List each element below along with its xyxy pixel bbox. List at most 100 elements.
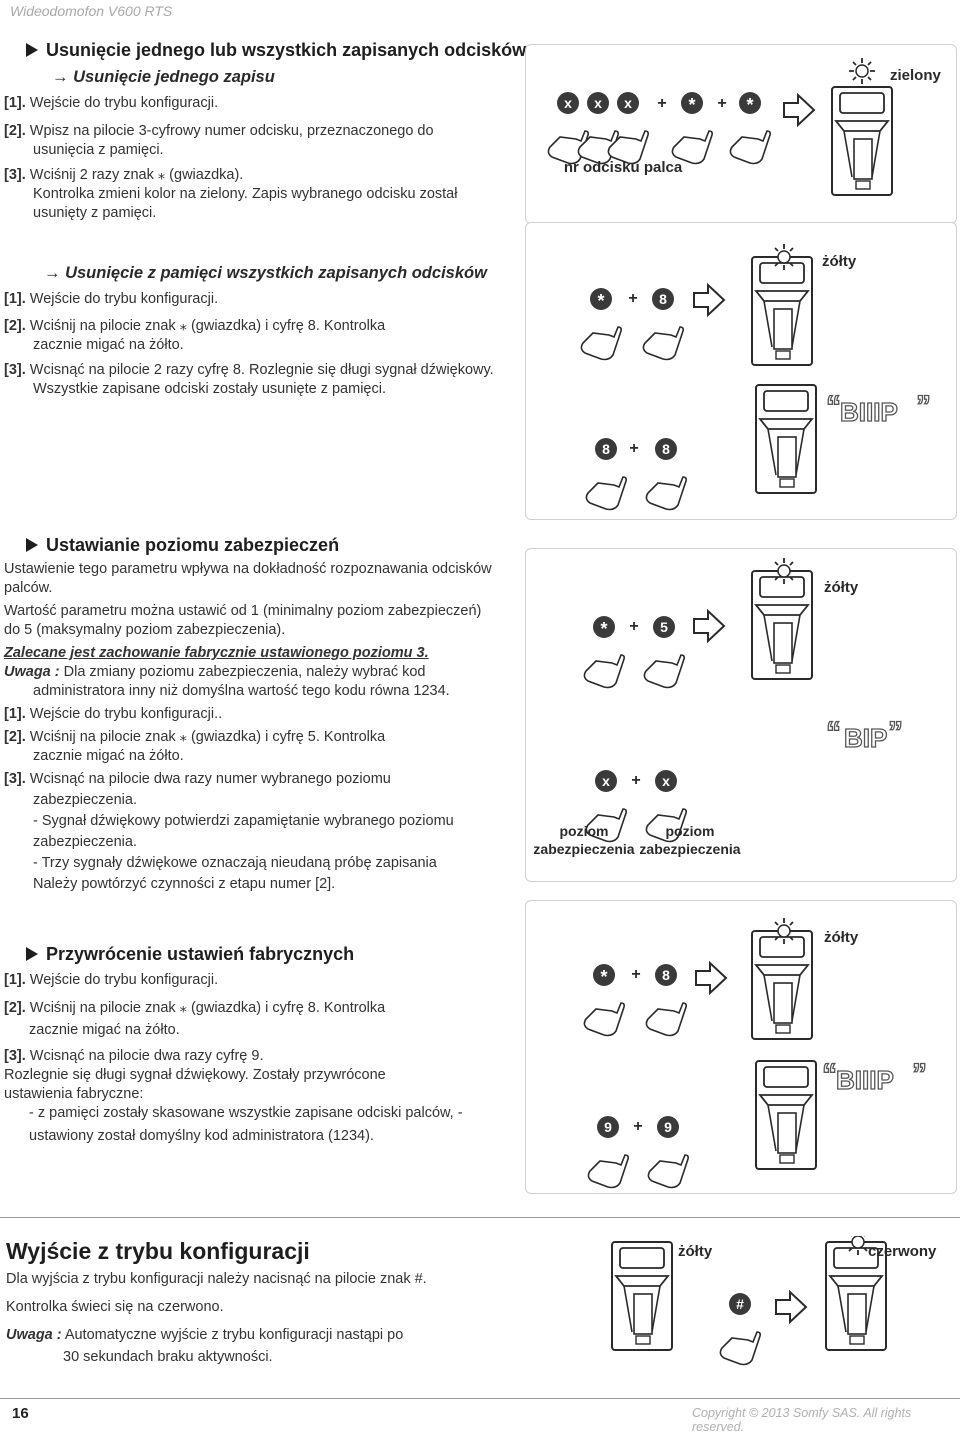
diagram-exit-config: żółty # czerwony	[590, 1228, 955, 1396]
section-exit-body: Dla wyjścia z trybu konfiguracji należy …	[6, 1270, 526, 1367]
key-label: *	[600, 619, 607, 639]
arrow-icon	[783, 94, 815, 126]
step-text: Wcisnąć na pilocie dwa razy numer wybran…	[25, 771, 391, 787]
paragraph: Kontrolka świeci się na czerwono.	[6, 1299, 224, 1315]
key-x-icon	[587, 92, 609, 114]
step-number: [2].	[4, 729, 26, 745]
step-text: Wcisnąć na pilocie 2 razy cyfrę 8. Rozle…	[25, 362, 494, 378]
step-text: Wejście do trybu konfiguracji.	[25, 291, 219, 307]
diagram-factory-reset: * + 8 żółty “ BIIIP ” 9 + 9	[525, 900, 957, 1194]
step-text: - z pamięci zostały skasowane wszystkie …	[29, 1105, 463, 1121]
recommendation: Zalecane jest zachowanie fabrycznie usta…	[4, 645, 429, 661]
step-text: usunięcia z pamięci.	[33, 142, 164, 158]
diagram-security-level-drawing: * + 5 żółty “ BIP ” x + x poziom zabezpi…	[533, 557, 904, 857]
steps-delete-all: [1]. Wejście do trybu konfiguracji. [2].…	[4, 290, 519, 399]
warning-label: Uwaga :	[6, 1327, 62, 1343]
step-number: [2].	[4, 318, 26, 334]
warning-text: 30 sekundach braku aktywności.	[63, 1349, 273, 1365]
step-text: Wejście do trybu konfiguracji.	[25, 972, 219, 988]
paragraph: Ustawienie tego parametru wpływa na dokł…	[4, 561, 492, 577]
section-divider	[0, 1217, 960, 1218]
triangle-bullet-icon	[26, 947, 38, 961]
arrow-icon	[693, 284, 725, 316]
paragraph: Dla wyjścia z trybu konfiguracji należy …	[6, 1271, 427, 1287]
triangle-bullet-icon	[26, 43, 38, 57]
fingerprint-reader-icon	[611, 1241, 673, 1351]
caption-level: poziom	[560, 823, 609, 839]
fingerprint-reader-icon	[751, 930, 813, 1040]
arrow-icon	[695, 962, 727, 994]
color-label-red: czerwony	[868, 1243, 937, 1260]
section-heading-exit-config: Wyjście z trybu konfiguracji	[6, 1238, 310, 1264]
section-heading-security-level: Ustawianie poziomu zabezpieczeń	[26, 535, 339, 556]
diagram-exit-config-drawing: żółty # czerwony	[611, 1228, 937, 1366]
section-factory-reset-body: [1]. Wejście do trybu konfiguracji. [2].…	[4, 971, 519, 1146]
key-8-icon	[655, 964, 677, 986]
arrow-icon	[693, 610, 725, 642]
diagram-delete-all-drawing: * + 8 żółty 8 + 8 “ BIIIP ”	[580, 243, 932, 511]
color-label-green: zielony	[890, 67, 942, 84]
key-label: *	[597, 291, 604, 311]
key-label: 8	[659, 291, 667, 307]
step-text: zacznie migać na żółto.	[33, 748, 184, 764]
step-text: Wejście do trybu konfiguracji..	[25, 706, 223, 722]
heading-text: Usunięcie jednego lub wszystkich zapisan…	[46, 40, 527, 60]
key-label: 8	[662, 441, 670, 457]
copyright-notice: Copyright © 2013 Somfy SAS. All rights r…	[692, 1406, 912, 1434]
key-star-icon	[681, 92, 703, 114]
key-label: 9	[664, 1119, 672, 1135]
section-heading-factory-reset: Przywrócenie ustawień fabrycznych	[26, 944, 354, 965]
key-5-icon	[653, 616, 675, 638]
svg-text:”: ”	[916, 390, 931, 423]
fingerprint-reader-icon	[831, 86, 893, 196]
step-number: [3].	[4, 362, 26, 378]
plus-sign: +	[629, 440, 638, 457]
key-x-icon	[595, 770, 617, 792]
diagram-factory-reset-drawing: * + 8 żółty “ BIIIP ” 9 + 9	[583, 917, 928, 1189]
svg-text:“: “	[826, 390, 841, 423]
step-text: - Trzy sygnały dźwiękowe oznaczają nieud…	[33, 855, 437, 871]
sound-label: BIIIP	[840, 397, 898, 427]
subheading-delete-all: → Usunięcie z pamięci wszystkich zapisan…	[44, 264, 487, 282]
page-number: 16	[12, 1405, 29, 1422]
step-text: zabezpieczenia.	[33, 834, 137, 850]
step-text: Należy powtórzyć czynności z etapu numer…	[33, 876, 336, 892]
key-label: x	[602, 773, 610, 789]
led-burst-icon	[848, 57, 876, 85]
steps-delete-one: [1]. Wejście do trybu konfiguracji. [2].…	[4, 94, 514, 223]
caption-level: zabezpieczenia	[533, 841, 634, 857]
diagram-security-level: * + 5 żółty “ BIP ” x + x poziom zabezpi…	[525, 548, 957, 882]
warning-text: Automatyczne wyjście z trybu konfiguracj…	[61, 1327, 404, 1343]
step-text: Wcisnąć na pilocie dwa razy cyfrę 9.	[25, 1048, 264, 1064]
step-text: Wpisz na pilocie 3-cyfrowy numer odcisku…	[25, 123, 434, 139]
key-8-icon	[655, 438, 677, 460]
warning-text: Dla zmiany poziomu zabezpieczenia, należ…	[59, 664, 426, 680]
color-label-yellow: żółty	[822, 253, 857, 270]
key-star-icon	[593, 964, 615, 986]
key-label: x	[624, 95, 632, 111]
key-8-icon	[595, 438, 617, 460]
svg-text:”: ”	[888, 716, 903, 749]
key-label: x	[564, 95, 572, 111]
key-label: 5	[660, 619, 668, 635]
step-text: zacznie migać na żółto.	[33, 337, 184, 353]
key-9-icon	[597, 1116, 619, 1138]
step-number: [3].	[4, 1048, 26, 1064]
key-star-icon	[590, 288, 612, 310]
key-8-icon	[652, 288, 674, 310]
step-number: [1].	[4, 291, 26, 307]
footer-divider	[0, 1398, 960, 1399]
svg-text:“: “	[822, 1058, 837, 1091]
key-star-icon	[593, 616, 615, 638]
sound-label: BIP	[844, 723, 887, 753]
sound-label: BIIIP	[836, 1065, 894, 1095]
plus-sign: +	[631, 772, 640, 789]
fingerprint-reader-icon	[751, 570, 813, 680]
plus-sign: +	[633, 1118, 642, 1135]
key-x-icon	[557, 92, 579, 114]
key-star-icon	[739, 92, 761, 114]
color-label-yellow: żółty	[824, 579, 859, 596]
step-text: ustawienia fabryczne:	[4, 1086, 144, 1102]
paragraph: Wartość parametru można ustawić od 1 (mi…	[4, 603, 482, 619]
step-number: [3].	[4, 771, 26, 787]
